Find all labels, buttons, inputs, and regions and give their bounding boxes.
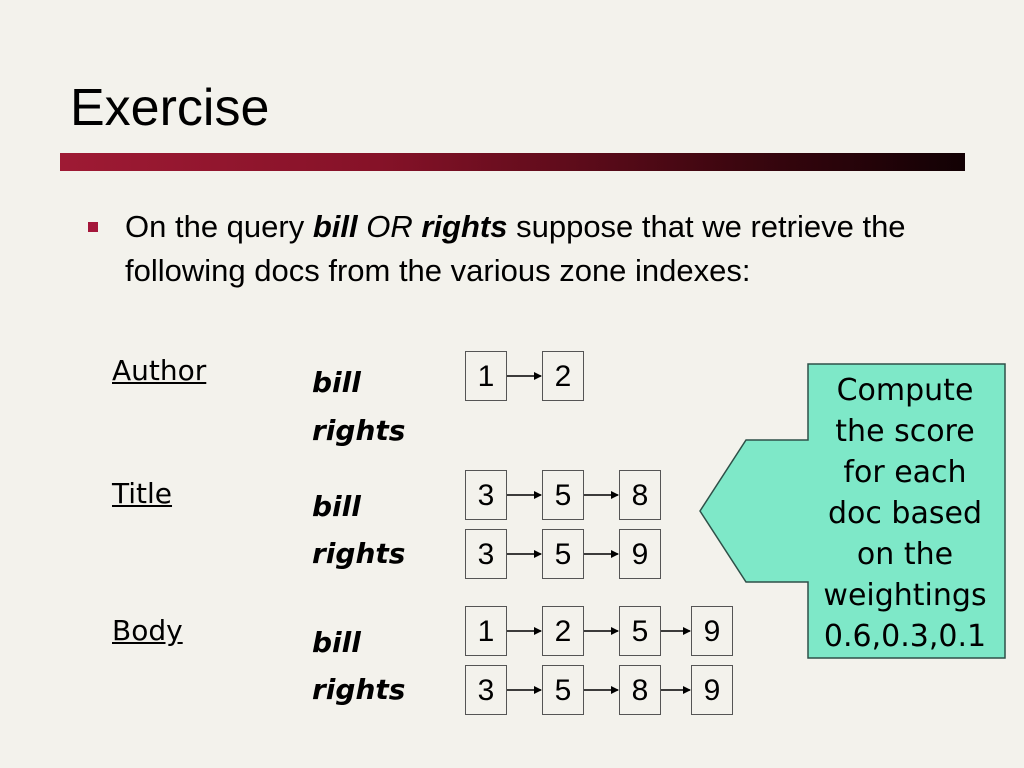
body-bill-doc-2: 2 xyxy=(542,606,584,656)
body-bill-doc-1: 1 xyxy=(465,606,507,656)
body-rights-doc-4: 9 xyxy=(691,665,733,715)
author-bill-doc-2: 2 xyxy=(542,351,584,401)
zone-label-title: Title xyxy=(112,477,173,510)
author-term-rights: rights xyxy=(312,414,406,447)
zone-label-author: Author xyxy=(112,354,207,387)
zone-label-body: Body xyxy=(112,614,183,647)
body-rights-doc-3: 8 xyxy=(619,665,661,715)
title-bill-doc-3: 8 xyxy=(619,470,661,520)
bullet-text-part2: suppose that we retrieve the following d… xyxy=(125,209,906,288)
title-bill-doc-2: 5 xyxy=(542,470,584,520)
query-term-rights: rights xyxy=(421,209,508,244)
query-term-bill: bill xyxy=(312,209,358,244)
body-bill-doc-4: 9 xyxy=(691,606,733,656)
callout-line-7: 0.6,0.3,0.1 xyxy=(823,619,987,654)
body-rights-doc-1: 3 xyxy=(465,665,507,715)
title-underline-bar xyxy=(60,153,965,171)
callout-line-5: on the xyxy=(856,537,954,572)
body-rights-doc-2: 5 xyxy=(542,665,584,715)
query-operator-or: OR xyxy=(357,209,422,244)
callout-line-3: for each xyxy=(843,455,967,490)
body-term-bill: bill xyxy=(312,626,361,659)
callout-text: Compute the score for each doc based on … xyxy=(810,370,1000,657)
author-bill-doc-1: 1 xyxy=(465,351,507,401)
callout-line-2: the score xyxy=(835,414,975,449)
body-bill-doc-3: 5 xyxy=(619,606,661,656)
title-rights-doc-1: 3 xyxy=(465,529,507,579)
callout-line-6: weightings xyxy=(823,578,987,613)
author-term-bill: bill xyxy=(312,366,361,399)
title-term-rights: rights xyxy=(312,537,406,570)
title-term-bill: bill xyxy=(312,490,361,523)
title-rights-doc-3: 9 xyxy=(619,529,661,579)
bullet-text: On the query bill OR rights suppose that… xyxy=(125,205,945,293)
title-rights-doc-2: 5 xyxy=(542,529,584,579)
callout-line-4: doc based xyxy=(828,496,982,531)
body-term-rights: rights xyxy=(312,673,406,706)
callout-arrow-shape xyxy=(699,363,1006,659)
bullet-square-icon xyxy=(88,222,98,232)
slide-title: Exercise xyxy=(70,79,270,137)
bullet-text-part1: On the query xyxy=(125,209,313,244)
title-bill-doc-1: 3 xyxy=(465,470,507,520)
callout-line-1: Compute xyxy=(836,373,974,408)
